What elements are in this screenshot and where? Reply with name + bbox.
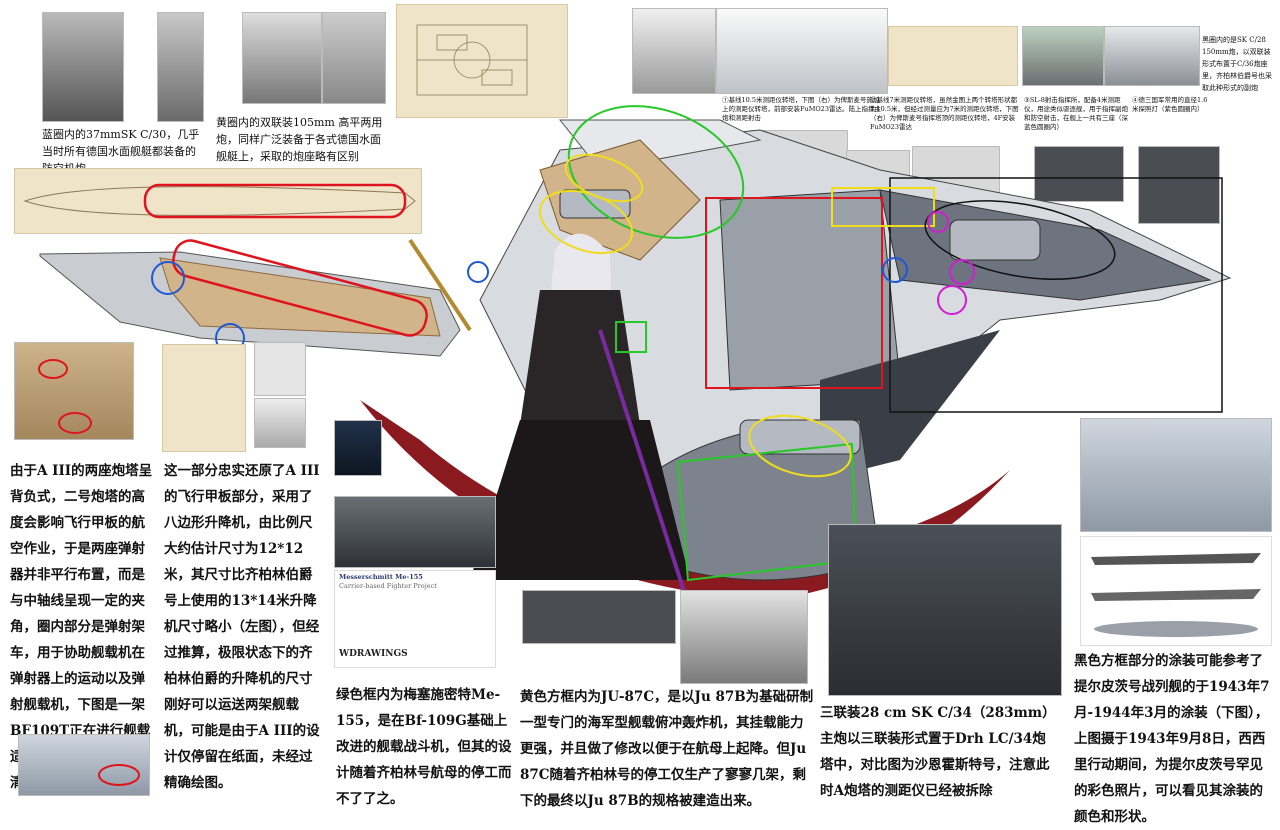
ship-bow-render bbox=[632, 8, 716, 94]
tower-blueprint bbox=[888, 26, 1018, 86]
ju87-photo bbox=[680, 590, 808, 684]
me155-render bbox=[334, 496, 496, 568]
catapult-rings bbox=[38, 359, 92, 434]
detail-photo-5 bbox=[1138, 146, 1220, 224]
twin-105-photo-2 bbox=[322, 12, 386, 104]
blueprint-drawing bbox=[416, 24, 528, 96]
catapult-photo bbox=[14, 342, 134, 440]
tirpitz-color-photo bbox=[1080, 418, 1272, 532]
deck-plan-strip bbox=[14, 168, 422, 234]
spec-1: ①基线10.5米测距仪转塔，下图（右）为俾斯麦号施加上的测距仪转塔，前部安装Fu… bbox=[722, 96, 881, 122]
elevator-octagon bbox=[254, 342, 306, 396]
camo-paragraph: 黑色方框部分的涂装可能参考了提尔皮茨号战列舰的于1943年7月-1944年3月的… bbox=[1074, 653, 1270, 825]
sk34-paragraph: 三联装28 cm SK C/34（283mm）主炮以三联装形式置于Drh LC/… bbox=[820, 705, 1050, 799]
bf109t-ring bbox=[98, 764, 140, 786]
sk34-turret-photo bbox=[828, 524, 1062, 696]
wdrawings-logo: WDRAWINGS bbox=[339, 649, 408, 659]
character-figure bbox=[408, 233, 692, 611]
me155-subtitle: Carrier-based Fighter Project bbox=[339, 582, 437, 590]
me155-profile: Messerschmitt Me-155 Carrier-based Fight… bbox=[334, 570, 496, 668]
blueprint-sheet bbox=[396, 4, 568, 118]
spec-4: ④德三国军常用的直径1.6米探照灯（紫色圆圈内） bbox=[1132, 96, 1208, 113]
bf109t-photo bbox=[18, 734, 150, 796]
elevator-paragraph: 这一部分忠实还原了A III的飞行甲板部分，采用了八边形升降机，由比例尺大约估计… bbox=[164, 463, 320, 791]
me155-title: Messerschmitt Me-155 bbox=[339, 573, 423, 581]
aa-gun-photo-2 bbox=[157, 12, 204, 122]
me155-paragraph: 绿色框内为梅塞施密特Me-155，是在Bf-109G基础上改进的舰载战斗机，但其… bbox=[336, 687, 512, 807]
twin-105-caption: 黄圈内的双联装105mm 高平两用炮，同样广泛装备于各式德国水面舰艇上，采取的炮… bbox=[216, 116, 383, 163]
turret-photo bbox=[1022, 26, 1104, 86]
ju87-render bbox=[522, 590, 676, 644]
elevator-blueprint bbox=[162, 344, 246, 452]
searchlight-photo bbox=[1104, 26, 1200, 86]
deck-plan-drawing bbox=[23, 183, 416, 219]
detail-photo-4 bbox=[1034, 146, 1124, 202]
me155-art-photo bbox=[334, 420, 382, 476]
ship-tower-render bbox=[716, 8, 888, 94]
tirpitz-camo-profiles bbox=[1080, 536, 1272, 646]
camo-profile-drawings bbox=[1091, 553, 1261, 637]
aa-gun-photo bbox=[42, 12, 124, 122]
twin-105-photo bbox=[242, 12, 322, 104]
ju87-paragraph: 黄色方框内为JU-87C，是以Ju 87B为基础研制一型专门的海军型舰载俯冲轰炸… bbox=[520, 689, 814, 809]
spec-3: ③SL-8射击指挥所，配备4米测距仪，用途类似驱逐舰，用于指挥副炮和防空射击，在… bbox=[1024, 96, 1128, 131]
spec-2: ②基线7米测距仪转塔，虽然金图上两个转塔形状都为10.5米，但经过测量应为7米的… bbox=[870, 96, 1019, 131]
elevator-photo bbox=[254, 398, 306, 448]
sk-c28-caption: 黑圈内的是SK C/28 150mm炮，以双联装形式布置于C/36炮座里，齐柏林… bbox=[1202, 36, 1272, 92]
